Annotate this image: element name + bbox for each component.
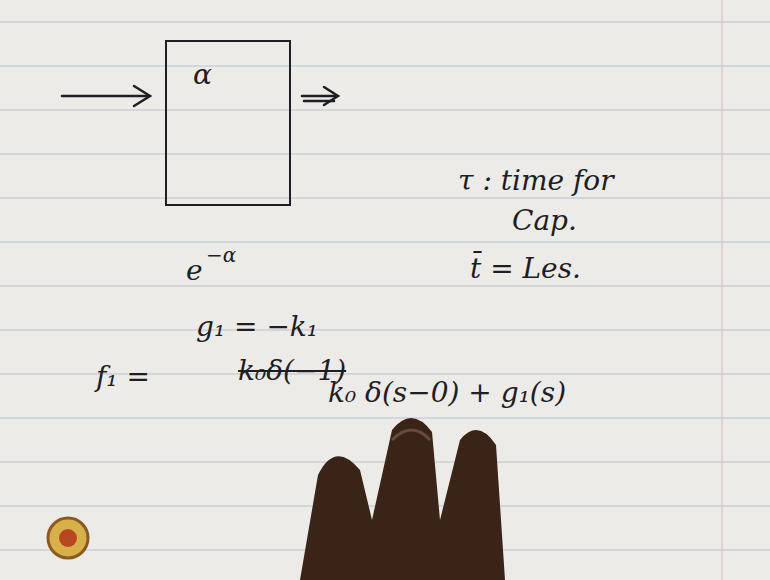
process-box: α (165, 40, 291, 206)
equation: g₁ = −k₁ (196, 312, 318, 343)
hand-photo (300, 418, 505, 580)
note-text: t̄ = Les. (470, 254, 581, 285)
equation: k₀ δ(s−0) + g₁(s) (328, 378, 566, 409)
exponential-base: e (186, 256, 203, 287)
exponent: −α (206, 244, 236, 266)
note-text: τ : time for (458, 166, 614, 197)
course-logo (48, 518, 88, 558)
equation: f₁ = (96, 362, 150, 393)
box-symbol: α (193, 60, 212, 91)
note-text: Cap. (512, 206, 577, 237)
